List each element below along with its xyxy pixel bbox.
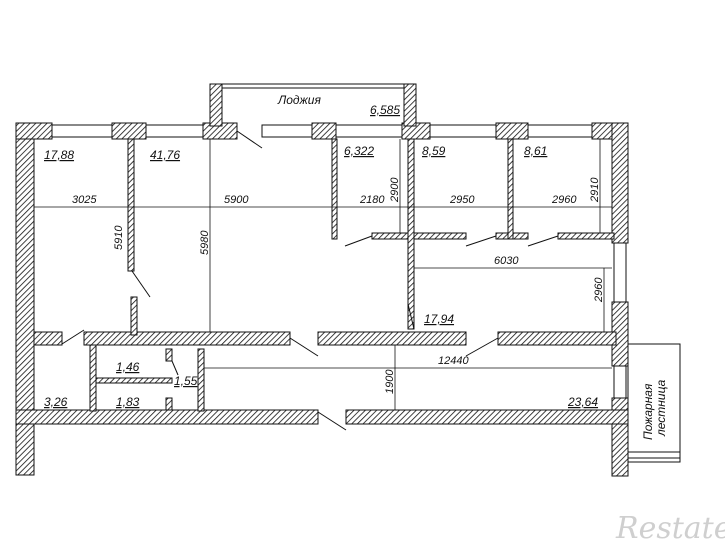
outer-wall-right-top <box>611 122 629 244</box>
corridor-wall-3 <box>497 331 617 346</box>
dim-2180: 2180 <box>359 194 385 206</box>
room-c-area: 6,322 <box>344 144 374 158</box>
corridor-wall-1 <box>83 331 291 346</box>
dim-2900: 2900 <box>389 177 401 203</box>
dim-2960-v: 2960 <box>593 277 605 303</box>
room-e-area: 8,61 <box>524 144 547 158</box>
windows <box>51 124 627 399</box>
partition-x410 <box>407 138 415 330</box>
dim-2950: 2950 <box>449 194 475 206</box>
outer-wall-top-2 <box>111 122 147 140</box>
corridor-area: 23,64 <box>567 395 598 409</box>
loggia-wall-left <box>209 83 223 127</box>
room-b-area: 41,76 <box>150 148 180 162</box>
walls <box>15 83 629 477</box>
wc1-area: 1,46 <box>116 360 140 374</box>
bedroom-wall-3 <box>557 232 615 240</box>
dim-5980: 5980 <box>199 230 211 255</box>
dim-1900: 1900 <box>384 369 396 394</box>
fire-stairs-label-line2: лестница <box>654 379 668 437</box>
outer-wall-top-4 <box>311 122 337 140</box>
partition-x334 <box>331 138 338 240</box>
dim-5900: 5900 <box>224 194 249 206</box>
doors <box>61 130 559 431</box>
bath-wall-stub2 <box>165 397 173 411</box>
bedroom-wall-1 <box>371 232 467 240</box>
outer-wall-bottom-left <box>15 409 319 425</box>
fire-stairs-label-line1: Пожарная <box>641 383 655 440</box>
room-labels: Лоджия 6,585 17,88 41,76 6,322 8,59 8,61… <box>44 93 598 409</box>
corridor-wall-left <box>33 331 63 346</box>
partition-x510 <box>507 138 514 240</box>
dimension-labels: 3025 5900 2180 2950 2960 6030 12440 5910… <box>72 177 605 394</box>
partition-x130-bottom <box>130 296 138 336</box>
watermark: Restate <box>615 511 725 546</box>
dim-2910: 2910 <box>589 177 601 203</box>
loggia-label: Лоджия <box>277 93 321 107</box>
room-a-area: 17,88 <box>44 148 74 162</box>
corridor-wall-2 <box>317 331 467 346</box>
wc2-area: 1,55 <box>174 374 198 388</box>
bath-wall-right <box>197 348 205 412</box>
bath-wall-left <box>89 344 97 412</box>
room-d-area: 8,59 <box>422 144 446 158</box>
bath-wall-stub <box>165 348 173 362</box>
loggia-area: 6,585 <box>370 103 400 117</box>
dim-5910: 5910 <box>113 225 125 250</box>
fire-stairs <box>627 343 681 463</box>
dim-12440: 12440 <box>438 355 469 367</box>
partition-x130-top <box>127 138 135 272</box>
outer-wall-bottom-right <box>345 409 629 425</box>
fire-stairs-label: Пожарная лестница <box>641 379 668 440</box>
dim-2960-h: 2960 <box>551 194 577 206</box>
dim-3025: 3025 <box>72 194 97 206</box>
small-room-area: 3,26 <box>44 395 68 409</box>
wc3-area: 1,83 <box>116 395 140 409</box>
loggia <box>210 83 416 89</box>
loggia-wall-right <box>403 83 417 127</box>
outer-wall-top-6 <box>495 122 529 140</box>
hall-area: 17,94 <box>424 312 454 326</box>
outer-wall-top-1 <box>15 122 53 140</box>
dimension-lines <box>34 139 612 410</box>
bath-wall-mid <box>95 377 173 384</box>
dim-6030: 6030 <box>494 255 519 267</box>
